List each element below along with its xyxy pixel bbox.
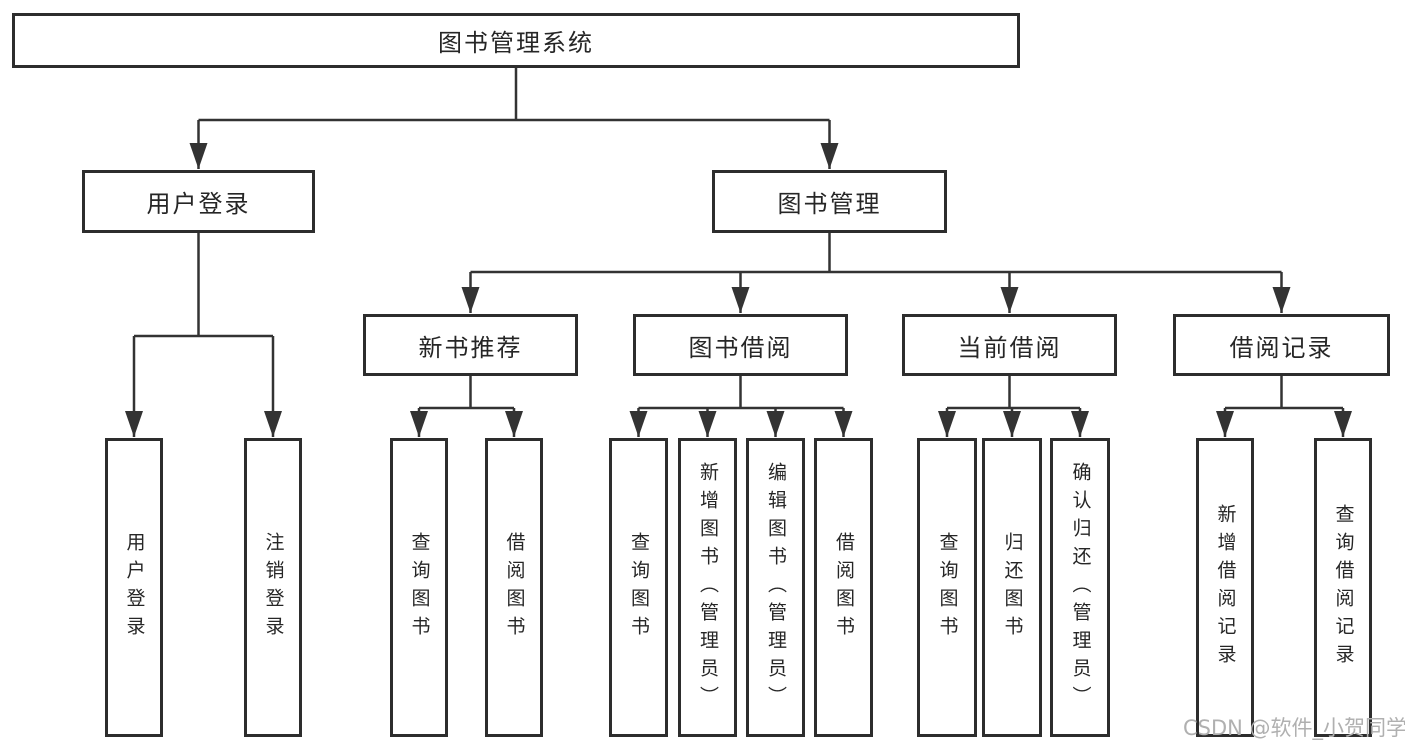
node-current-borrow: 当前借阅 [902, 314, 1117, 376]
leaf-label: 编辑图书（管理员） [765, 461, 787, 714]
leaf-label: 查询图书 [408, 531, 431, 644]
node-root: 图书管理系统 [12, 13, 1020, 68]
leaf-borrow-books-recommend: 借阅图书 [485, 438, 543, 737]
leaf-label: 查询借阅记录 [1332, 503, 1355, 672]
leaf-label: 借阅图书 [503, 531, 526, 644]
leaf-confirm-return-admin: 确认归还（管理员） [1050, 438, 1110, 737]
node-new-book-recommend: 新书推荐 [363, 314, 578, 376]
node-book-borrow: 图书借阅 [633, 314, 848, 376]
leaf-label: 新增图书（管理员） [697, 461, 719, 714]
leaf-edit-book-admin: 编辑图书（管理员） [746, 438, 805, 737]
leaf-query-books-current: 查询图书 [917, 438, 977, 737]
leaf-label: 借阅图书 [833, 531, 855, 644]
leaf-return-book: 归还图书 [982, 438, 1042, 737]
leaf-borrow-books-borrow: 借阅图书 [814, 438, 873, 737]
leaf-label: 归还图书 [1001, 531, 1024, 644]
leaf-add-book-admin: 新增图书（管理员） [678, 438, 737, 737]
leaf-label: 查询图书 [936, 531, 959, 644]
leaf-label: 新增借阅记录 [1214, 503, 1237, 672]
node-user-login: 用户登录 [82, 170, 315, 233]
leaf-logout: 注销登录 [244, 438, 302, 737]
leaf-user-login: 用户登录 [105, 438, 163, 737]
node-borrow-records: 借阅记录 [1173, 314, 1390, 376]
leaf-label: 查询图书 [628, 531, 650, 644]
leaf-query-borrow-record: 查询借阅记录 [1314, 438, 1372, 737]
leaf-label: 用户登录 [123, 531, 146, 644]
leaf-add-borrow-record: 新增借阅记录 [1196, 438, 1254, 737]
leaf-query-books-recommend: 查询图书 [390, 438, 448, 737]
node-book-management: 图书管理 [712, 170, 947, 233]
leaf-query-books-borrow: 查询图书 [609, 438, 668, 737]
watermark: CSDN @软件_小贺同学 [1183, 716, 1405, 740]
leaf-label: 确认归还（管理员） [1069, 461, 1092, 714]
leaf-label: 注销登录 [262, 531, 285, 644]
